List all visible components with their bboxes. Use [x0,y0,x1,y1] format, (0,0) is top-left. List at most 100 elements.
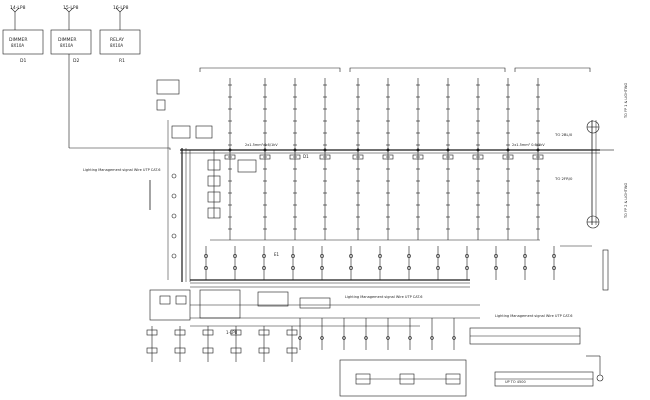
row-tag-box [289,154,301,160]
circuit-box [146,329,158,336]
bottom-right-label: UP TO 4500 [505,380,526,384]
circuit-dot [430,336,434,340]
circuit-box [174,329,186,336]
panel-d1-lp: 14-LP8 [10,5,26,11]
circuit-box [202,329,214,336]
fixture-dot [465,254,469,258]
row-tags [224,148,544,160]
panel-d1-id: D1 [20,58,26,64]
junction-dot [356,148,360,152]
panel-d2: 15-LP8 DIMMER 8X10A D2 [50,5,92,148]
to-label-a: TO 2BL/0 [554,132,573,137]
fixture-dot [436,266,440,270]
junction-dot [228,148,232,152]
circuit-box [258,347,270,354]
row-tag-box [224,154,236,160]
lower-fixture-row [204,246,556,280]
fixture-dot [407,254,411,258]
junction-dot [323,148,327,152]
fixture-dot [320,254,324,258]
right-bottom-detail: UP TO 4500 [469,327,604,387]
row-tag-box [319,154,331,160]
circuit-box [258,329,270,336]
junction-dot [386,148,390,152]
bottom-left-room: 1-LP8 [149,289,480,335]
row-tag-box [259,154,271,160]
fixture-dot [320,266,324,270]
panel-r1-type: RELAY [110,37,124,43]
circuit-dot [364,336,368,340]
left-equipment-stack [156,79,257,259]
row-tag-box [382,154,394,160]
row-tag-box [472,154,484,160]
circuit-box [230,347,242,354]
junction-dot [293,148,297,152]
junction-dot [446,148,450,152]
fixture-dot [204,254,208,258]
panel-d1: 14-LP8 DIMMER 8X10A D1 [2,5,44,64]
panel-d2-type: DIMMER [58,37,77,43]
fixture-dot [552,254,556,258]
fixture-dot [494,254,498,258]
panel-d1-type: DIMMER [9,37,28,43]
fixture-dot [291,266,295,270]
cable-label-right: 2x1.5mm² 0.6/1kV [512,143,545,147]
circuit-dot [320,336,324,340]
row-tag-box [532,154,544,160]
fixture-dot [436,254,440,258]
junction-dot [416,148,420,152]
row-tag-box [352,154,364,160]
bottom-circuits [146,318,456,362]
junction-dot [476,148,480,152]
circuit-dot [452,336,456,340]
fixture-dot [349,266,353,270]
signal-label-mid: Lighting Management signal Wire UTP CAT.… [345,295,422,299]
row-tag-box [502,154,514,160]
fixture-tag-sample: E1 [274,252,280,257]
junction-dot [536,148,540,152]
circuit-box [230,329,242,336]
panel-d1-box: 8X10A [11,43,24,48]
panel-r1-box: 8X10A [110,43,123,48]
circuit-box [286,347,298,354]
row-tag-box [412,154,424,160]
circuit-dot [386,336,390,340]
panel-d2-lp: 15-LP8 [63,5,79,11]
fixture-dot [262,266,266,270]
circuit-dot [298,336,302,340]
main-buses [167,120,600,288]
junction-dot [263,148,267,152]
circuit-box [146,347,158,354]
panel-d2-box: 8X10A [60,43,73,48]
panel-d2-id: D2 [73,58,79,64]
fixture-dot [494,266,498,270]
fixture-dot [465,266,469,270]
signal-label-left: Lighting Management signal Wire UTP CAT.… [83,168,160,172]
panel-r1-id: R1 [119,58,125,64]
row-tag-box [442,154,454,160]
panel-r1-lp: 16-LP8 [113,5,129,11]
lp-tag: 1-LP8 [226,330,238,335]
circuit-box [202,347,214,354]
circuit-dot [342,336,346,340]
junction-dot [506,148,510,152]
vertical-label-2: TO FP 2 & LIGHTING [624,182,628,219]
fixture-dot [378,266,382,270]
right-riser: TO FP 1 & LIGHTING TO FP 2 & LIGHTING [560,82,628,291]
fixture-dot [523,254,527,258]
fixture-dot [204,266,208,270]
fixture-dot [407,266,411,270]
fixture-dot [378,254,382,258]
fixture-dot [552,266,556,270]
row-tag-sample: D1 [303,154,309,159]
bottom-center-box [339,359,467,397]
panel-r1: 16-LP8 RELAY 8X10A R1 [99,5,141,64]
circuit-box [286,329,298,336]
circuit-dot [408,336,412,340]
fixture-dot [262,254,266,258]
signal-label-right: Lighting Management signal Wire UTP CAT.… [495,314,572,318]
to-label-b: TO 2FR/0 [554,176,573,181]
fixture-dot [233,254,237,258]
fixture-dot [233,266,237,270]
